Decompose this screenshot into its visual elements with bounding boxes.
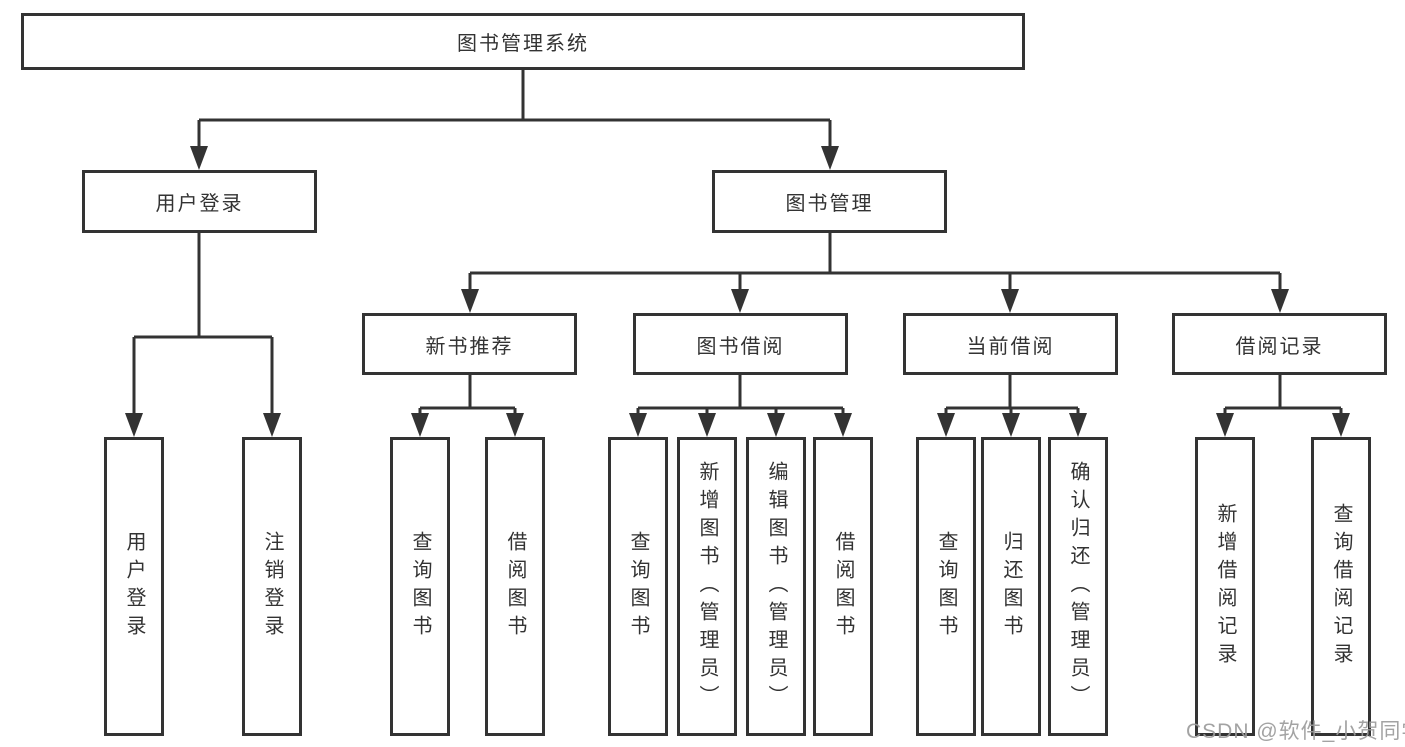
leaf-user-login: 用户登录 bbox=[104, 437, 164, 736]
leaf-borrow-books: 借阅图书 bbox=[813, 437, 873, 736]
node-book-borrow: 图书借阅 bbox=[633, 313, 848, 375]
arrowheads bbox=[125, 146, 1350, 437]
leaf-add-books-admin: 新增图书（管理员） bbox=[677, 437, 737, 736]
leaf-logout: 注销登录 bbox=[242, 437, 302, 736]
leaf-add-borrow-record: 新增借阅记录 bbox=[1195, 437, 1255, 736]
leaf-query-books-borrow: 查询图书 bbox=[608, 437, 668, 736]
leaf-confirm-return-admin: 确认归还（管理员） bbox=[1048, 437, 1108, 736]
leaf-query-borrow-record: 查询借阅记录 bbox=[1311, 437, 1371, 736]
leaf-edit-books-admin: 编辑图书（管理员） bbox=[746, 437, 806, 736]
node-current-borrow: 当前借阅 bbox=[903, 313, 1118, 375]
leaf-return-books: 归还图书 bbox=[981, 437, 1041, 736]
node-user-login: 用户登录 bbox=[82, 170, 317, 233]
leaf-query-books-recommend: 查询图书 bbox=[390, 437, 450, 736]
node-library-management-system: 图书管理系统 bbox=[21, 13, 1025, 70]
csdn-watermark: CSDN @软件_小贺同学 bbox=[1186, 720, 1405, 743]
leaf-borrow-books-recommend: 借阅图书 bbox=[485, 437, 545, 736]
node-book-management: 图书管理 bbox=[712, 170, 947, 233]
node-new-book-recommend: 新书推荐 bbox=[362, 313, 577, 375]
node-borrow-records: 借阅记录 bbox=[1172, 313, 1387, 375]
leaf-query-books-current: 查询图书 bbox=[916, 437, 976, 736]
